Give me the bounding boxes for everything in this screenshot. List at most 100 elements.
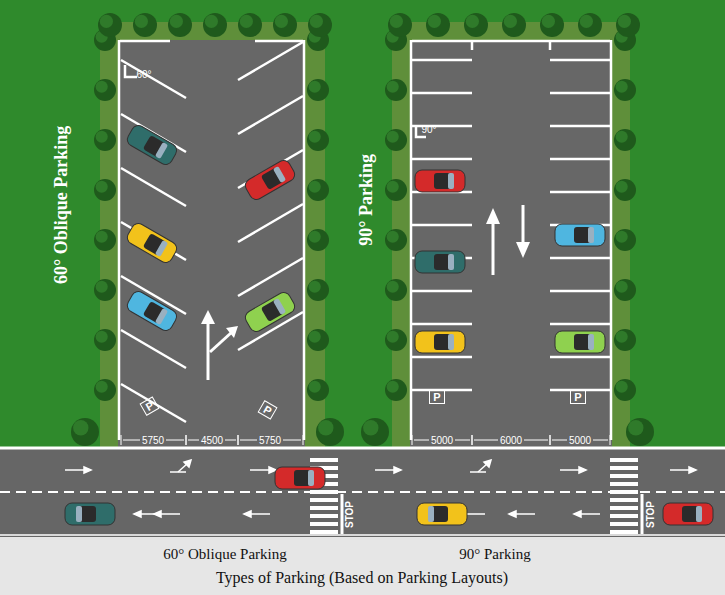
- tree: [618, 15, 631, 28]
- tree: [309, 181, 321, 193]
- car-body: [555, 224, 605, 246]
- tree: [205, 15, 218, 28]
- tree: [464, 13, 488, 37]
- tree: [94, 279, 116, 301]
- vertical-title: 90° Parking: [357, 154, 377, 246]
- tree: [307, 329, 329, 351]
- turn-arrow: [184, 460, 191, 467]
- stall-line: [412, 92, 472, 95]
- vertical-title: 60° Oblique Parking: [52, 126, 72, 284]
- car-body: [555, 331, 605, 353]
- tree: [385, 179, 407, 201]
- tree: [614, 329, 636, 351]
- tree: [307, 279, 329, 301]
- tree: [238, 13, 262, 37]
- car: [243, 290, 297, 334]
- tree: [616, 281, 628, 293]
- car: [555, 224, 605, 246]
- crosswalk: [610, 506, 638, 510]
- car-body: [415, 170, 465, 192]
- grass: [0, 0, 725, 447]
- car: [663, 503, 713, 525]
- tree: [73, 420, 88, 435]
- tree: [387, 81, 399, 93]
- crosswalk: [610, 498, 638, 502]
- stall-line: [238, 42, 303, 80]
- car-windscreen: [588, 334, 594, 350]
- tree: [94, 229, 116, 251]
- car-body: [663, 503, 713, 525]
- dimension-tick: [186, 435, 187, 445]
- tree: [616, 131, 628, 143]
- stall-line: [412, 224, 472, 227]
- car: [243, 158, 297, 202]
- trees: [71, 13, 654, 446]
- dimension-tick: [303, 435, 304, 445]
- tree: [387, 131, 399, 143]
- tree: [385, 79, 407, 101]
- tree: [94, 79, 116, 101]
- tree: [96, 131, 108, 143]
- tree: [542, 15, 555, 28]
- stall-line: [412, 125, 472, 128]
- crosswalk: [310, 490, 338, 494]
- tree: [387, 381, 399, 393]
- caption-band: [0, 537, 725, 595]
- stall-line: [121, 168, 186, 206]
- dimension: 5750: [140, 435, 166, 446]
- stall-lines: [119, 40, 611, 445]
- tree: [96, 81, 108, 93]
- car-windscreen: [155, 240, 168, 257]
- crosswalk: [310, 458, 338, 462]
- tree: [502, 13, 526, 37]
- crosswalk: [610, 466, 638, 470]
- dimension: 5750: [257, 435, 283, 446]
- dimension-tick: [610, 435, 611, 445]
- stall-line: [412, 59, 472, 62]
- stall-line: [238, 258, 303, 296]
- tree: [307, 79, 329, 101]
- tree: [309, 231, 321, 243]
- tree: [616, 81, 628, 93]
- tree: [616, 231, 628, 243]
- dimension: 5000: [567, 435, 593, 446]
- car: [417, 503, 467, 525]
- road-arrow: [134, 511, 141, 517]
- tree: [626, 418, 654, 446]
- angle-label: 90°: [421, 124, 436, 135]
- car-windscreen: [273, 166, 286, 183]
- road-arrow: [84, 467, 91, 473]
- tree: [71, 418, 99, 446]
- dimension-tick: [550, 435, 551, 445]
- car-windscreen: [588, 227, 594, 243]
- tree: [388, 13, 412, 37]
- tree: [309, 281, 321, 293]
- stop-line: [341, 494, 344, 534]
- tree: [578, 13, 602, 37]
- stall-line: [550, 191, 610, 194]
- tree: [387, 181, 399, 193]
- tree: [98, 13, 122, 37]
- tree: [318, 420, 333, 435]
- car-windscreen: [448, 334, 454, 350]
- car: [125, 289, 179, 333]
- turn-arrow: [484, 460, 491, 467]
- crosswalk: [310, 514, 338, 518]
- stall-line: [121, 384, 186, 422]
- car-windscreen: [76, 506, 82, 522]
- centre-line: [0, 491, 725, 493]
- tree: [203, 13, 227, 37]
- dimension: 4500: [199, 435, 225, 446]
- tree: [309, 81, 321, 93]
- tree: [307, 179, 329, 201]
- car-body: [415, 331, 465, 353]
- tree: [614, 229, 636, 251]
- car: [555, 331, 605, 353]
- stop-marking: STOP: [645, 500, 656, 527]
- tree: [275, 15, 288, 28]
- hedge-left: [100, 22, 325, 447]
- angle-label: 60°: [136, 69, 151, 80]
- tree: [614, 379, 636, 401]
- parking-sign: P: [570, 390, 585, 404]
- stall-line: [550, 356, 610, 359]
